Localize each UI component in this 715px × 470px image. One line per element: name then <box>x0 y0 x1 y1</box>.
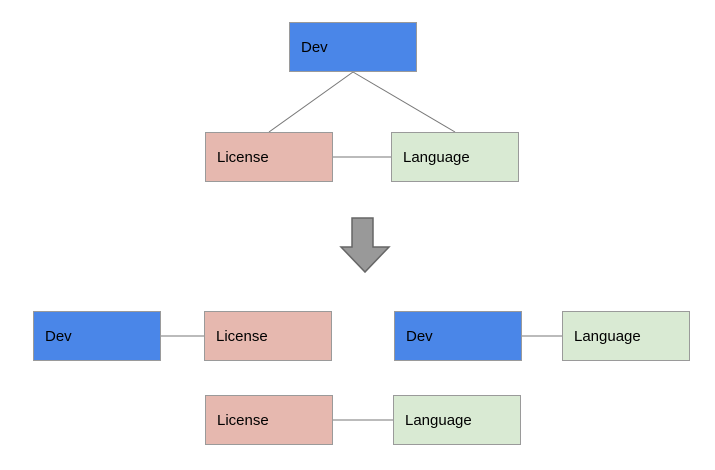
node-license-pair1: License <box>204 311 332 361</box>
node-label: License <box>216 327 268 345</box>
node-language-pair2: Language <box>562 311 690 361</box>
node-dev-top: Dev <box>289 22 417 72</box>
node-label: Dev <box>301 38 328 56</box>
down-arrow-icon <box>339 217 391 274</box>
node-label: Language <box>403 148 470 166</box>
node-dev-pair2: Dev <box>394 311 522 361</box>
node-label: Dev <box>45 327 72 345</box>
node-label: Language <box>405 411 472 429</box>
node-language-pair3: Language <box>393 395 521 445</box>
node-dev-pair1: Dev <box>33 311 161 361</box>
node-label: Language <box>574 327 641 345</box>
node-license-pair3: License <box>205 395 333 445</box>
edge-dev-language <box>352 71 456 133</box>
node-label: License <box>217 411 269 429</box>
node-license-top: License <box>205 132 333 182</box>
edge-dev-license <box>268 71 354 133</box>
node-language-top: Language <box>391 132 519 182</box>
node-label: License <box>217 148 269 166</box>
node-label: Dev <box>406 327 433 345</box>
